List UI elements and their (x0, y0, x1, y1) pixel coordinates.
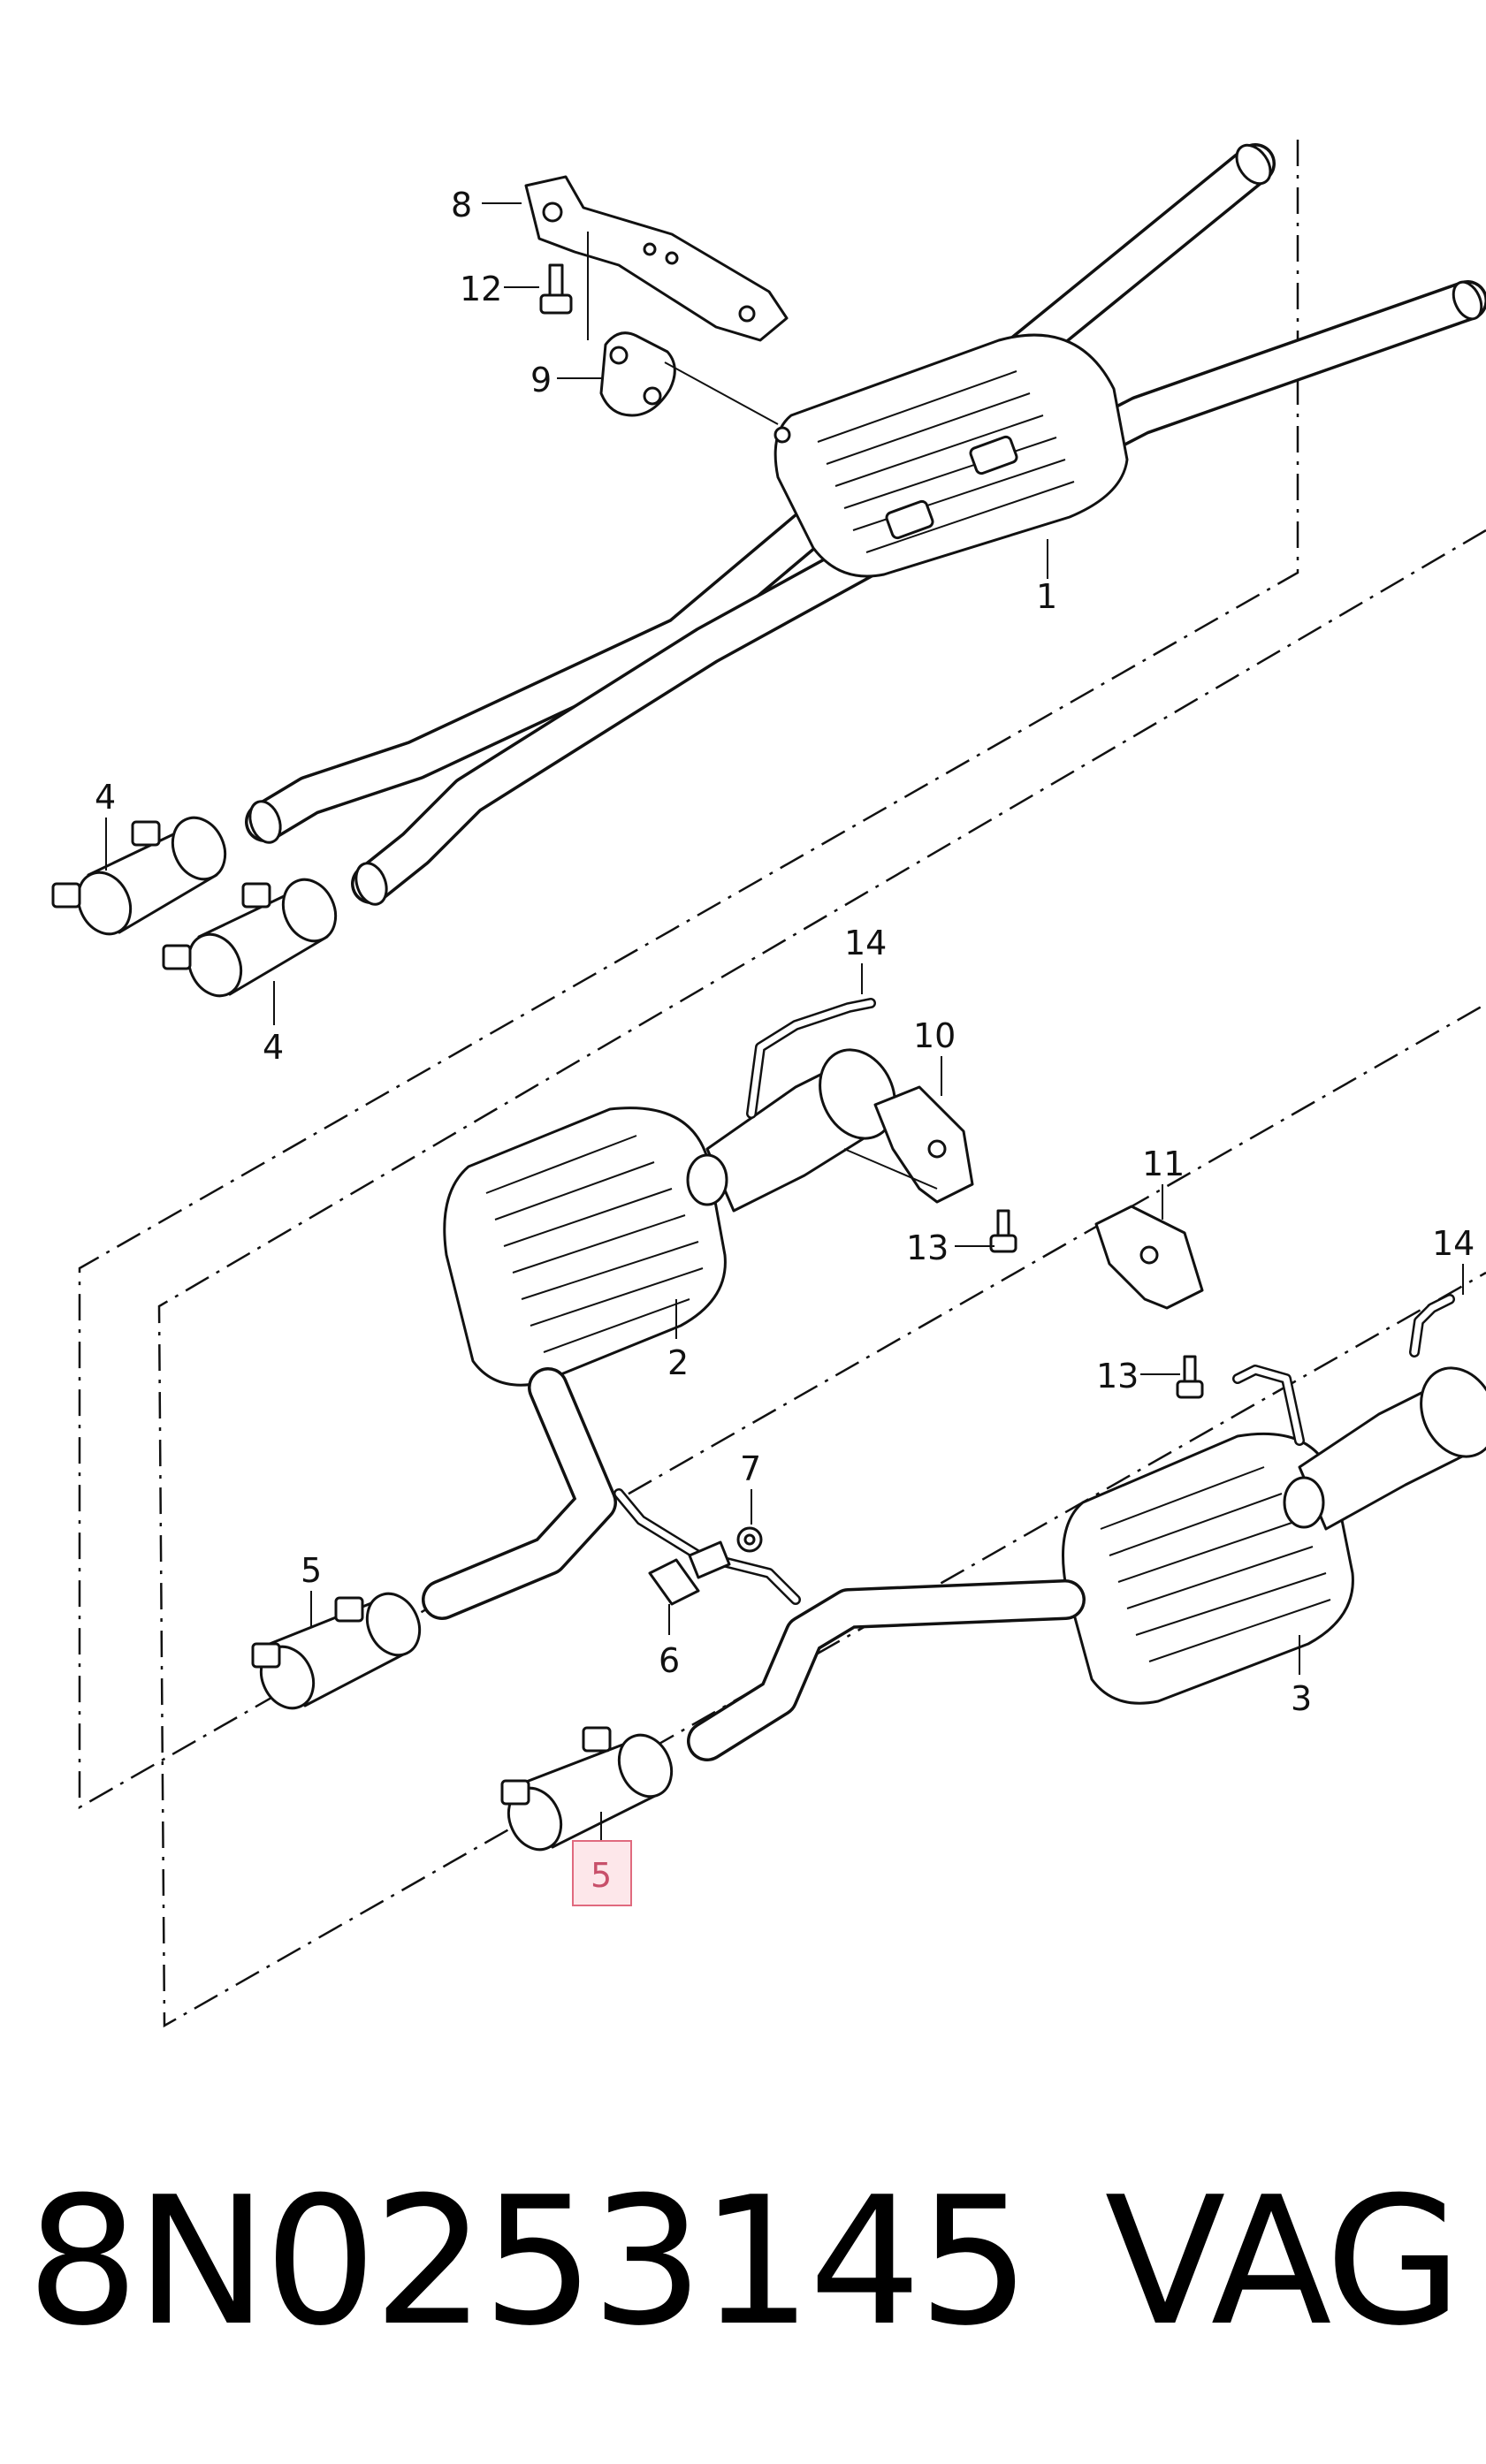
mounting-bracket (524, 175, 789, 342)
exhaust-system-diagram: 1 8 12 9 4 4 14 10 13 2 11 14 13 7 5 6 3… (51, 140, 1486, 2028)
rear-muffler-right (1062, 1432, 1354, 1705)
front-muffler (773, 333, 1129, 578)
callout-12: 12 (460, 270, 502, 308)
pipe-clamp (162, 878, 338, 998)
pipe-clamp (51, 816, 227, 936)
hanger-bracket (1094, 1205, 1204, 1310)
part-info-footer: 8N0253145 VAG (27, 2156, 1462, 2369)
callout-8: 8 (451, 186, 472, 224)
callout-13-right: 13 (1096, 1357, 1139, 1396)
callout-2: 2 (667, 1343, 689, 1382)
bolt (1176, 1355, 1204, 1399)
bolt (539, 263, 573, 315)
part-number: 8N0253145 (27, 2159, 1031, 2365)
callout-7: 7 (740, 1449, 761, 1488)
rear-muffler-left (443, 1107, 727, 1387)
rubber-mount (599, 331, 676, 417)
clamp (648, 1540, 731, 1606)
callout-6: 6 (659, 1641, 680, 1680)
callout-highlight-box (572, 1840, 632, 1906)
callout-13-left: 13 (906, 1228, 949, 1267)
pipe-clamp-highlighted (500, 1726, 674, 1852)
pipe-inlet-right (1452, 280, 1483, 321)
callout-4-top: 4 (95, 778, 116, 817)
callout-4-bottom: 4 (263, 1028, 284, 1067)
callout-1: 1 (1036, 577, 1057, 616)
hanger-bracket (873, 1085, 974, 1204)
callout-5-upper: 5 (301, 1551, 322, 1590)
callout-11: 11 (1142, 1145, 1185, 1183)
callout-14-left: 14 (844, 924, 887, 962)
tailpipe-left (686, 1048, 896, 1213)
bolt (989, 1209, 1017, 1253)
brand-name: VAG (1104, 2159, 1462, 2365)
nut (736, 1526, 763, 1553)
pipe-clamp (251, 1592, 422, 1710)
callout-10: 10 (913, 1016, 956, 1055)
pipe-inlet-left (1235, 143, 1272, 186)
rear-assembly-boundary (157, 529, 1486, 2028)
callout-3: 3 (1291, 1679, 1312, 1718)
callout-5-highlighted: 5 (591, 1856, 612, 1895)
callout-9: 9 (530, 361, 552, 399)
callout-14-right: 14 (1432, 1224, 1475, 1263)
tailpipe-right (1283, 1366, 1486, 1531)
